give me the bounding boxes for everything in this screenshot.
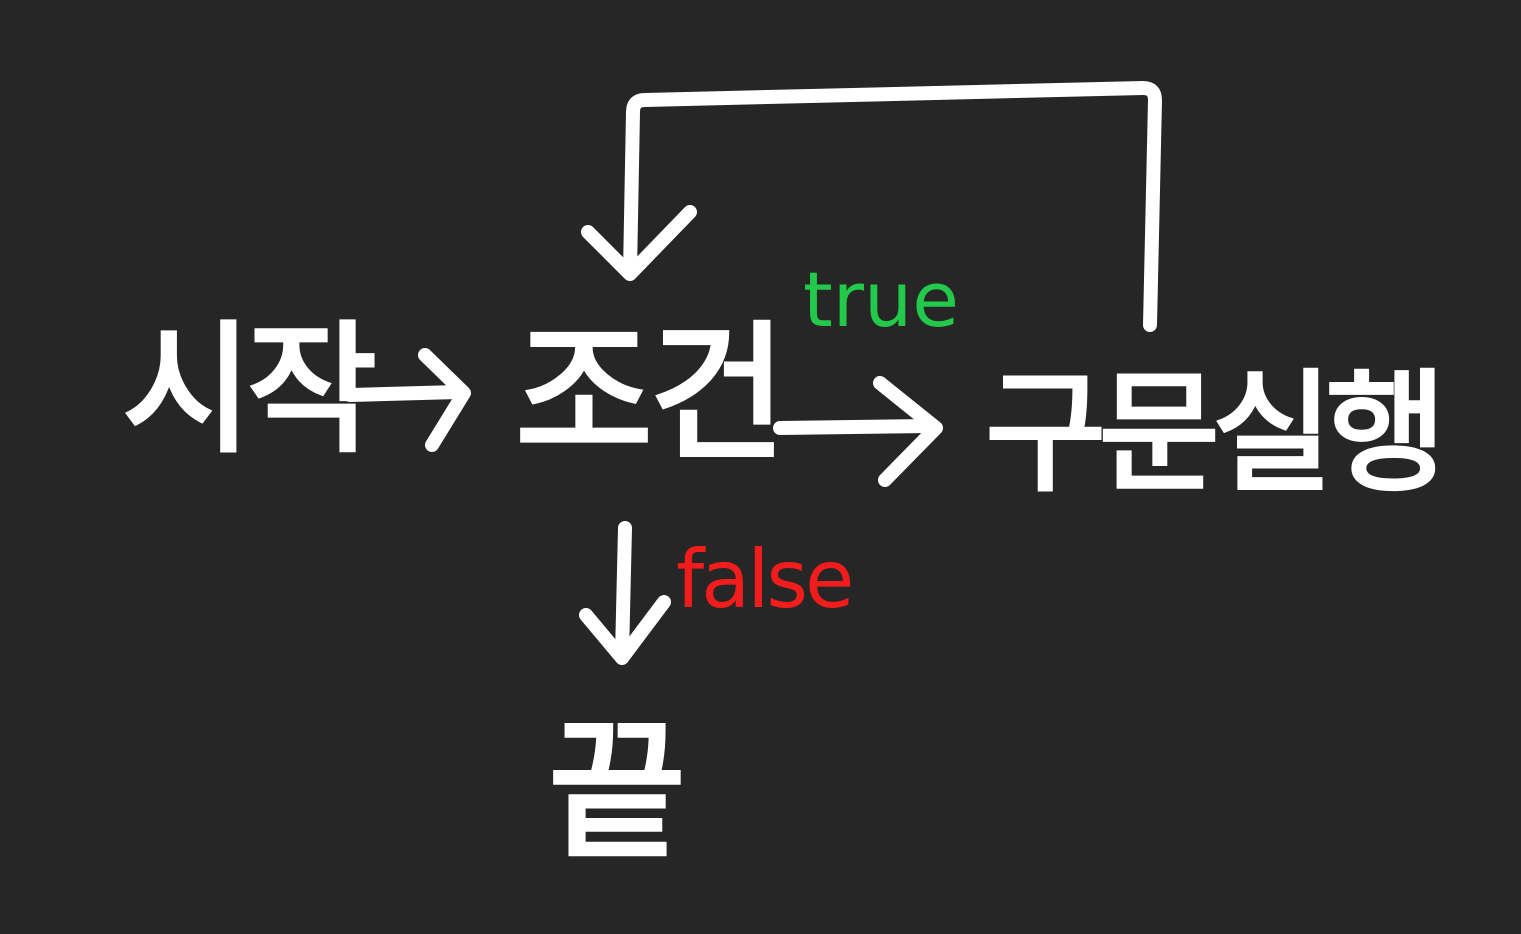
edge-label-false: false: [676, 533, 854, 626]
arrow-condition-to-execute: [773, 376, 943, 487]
node-condition: 조건: [515, 308, 787, 482]
arrow-start-to-condition: [343, 348, 471, 452]
node-end: 끝: [548, 706, 687, 880]
arrow-condition-to-end: [579, 521, 671, 665]
arrow-loop-back: [581, 81, 1162, 332]
node-execute: 구문실행: [985, 357, 1447, 511]
edge-label-true: true: [803, 255, 959, 344]
node-start: 시작: [122, 308, 377, 473]
